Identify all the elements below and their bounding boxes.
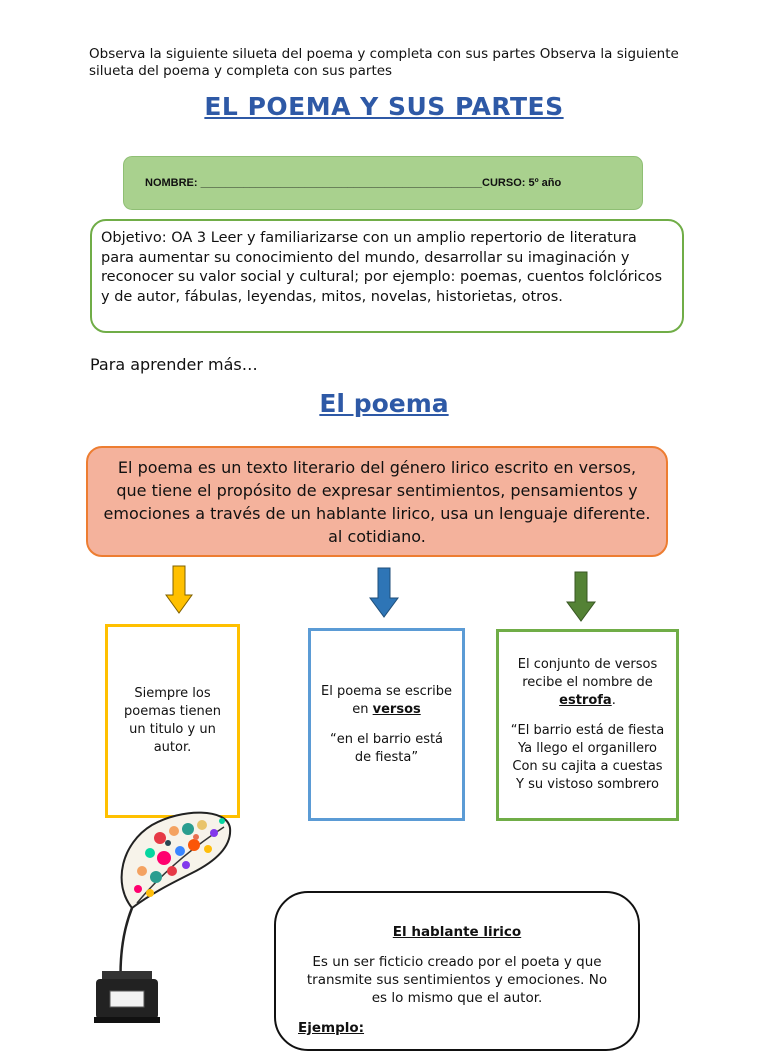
name-course-box: NOMBRE: ________________________________… bbox=[123, 156, 643, 210]
instruction-text: Observa la siguiente silueta del poema y… bbox=[89, 46, 679, 79]
stanza-example-line: Y su vistoso sombrero bbox=[516, 777, 659, 792]
verses-card: El poema se escribe en versos “en el bar… bbox=[308, 628, 465, 821]
stanza-keyword: estrofa bbox=[559, 693, 612, 708]
arrow-down-green-icon bbox=[566, 571, 596, 622]
learn-more-text: Para aprender más… bbox=[90, 355, 258, 374]
verses-text-pre: El poema se escribe en bbox=[321, 683, 452, 717]
objective-text: Objetivo: OA 3 Leer y familiarizarse con… bbox=[101, 230, 663, 305]
title-author-text: Siempre los poemas tienen un titulo y un… bbox=[124, 686, 221, 755]
verses-keyword: versos bbox=[372, 701, 421, 717]
title-author-card: Siempre los poemas tienen un titulo y un… bbox=[105, 624, 240, 818]
stanza-text-pre: El conjunto de versos recibe el nombre d… bbox=[517, 657, 658, 690]
stanza-text-post: . bbox=[611, 693, 616, 708]
arrow-down-blue-icon bbox=[369, 567, 399, 618]
stanza-example-line: Ya llego el organillero bbox=[518, 741, 657, 756]
arrow-down-yellow-icon bbox=[165, 565, 193, 614]
lyric-speaker-title: El hablante lirico bbox=[392, 924, 522, 940]
poem-definition-box: El poema es un texto literario del géner… bbox=[86, 446, 668, 557]
stanza-example-line: Con su cajita a cuestas bbox=[512, 759, 663, 774]
quill-feather-inkwell-icon bbox=[94, 811, 232, 1023]
page-title: EL POEMA Y SUS PARTES bbox=[204, 92, 564, 121]
name-course-line: NOMBRE: ________________________________… bbox=[145, 177, 562, 189]
lyric-speaker-text: Es un ser ficticio creado por el poeta y… bbox=[306, 954, 608, 1006]
stanza-card: El conjunto de versos recibe el nombre d… bbox=[496, 629, 679, 821]
verses-example: “en el barrio está de fiesta” bbox=[329, 731, 444, 765]
lyric-speaker-box: El hablante lirico Es un ser ficticio cr… bbox=[274, 891, 640, 1051]
section-title: El poema bbox=[319, 389, 449, 418]
poem-definition-text: El poema es un texto literario del géner… bbox=[103, 457, 651, 546]
stanza-text: El conjunto de versos recibe el nombre d… bbox=[505, 656, 670, 710]
stanza-example-line: “El barrio está de fiesta bbox=[510, 723, 665, 738]
objective-box: Objetivo: OA 3 Leer y familiarizarse con… bbox=[90, 219, 684, 333]
verses-text: El poema se escribe en versos bbox=[321, 683, 452, 719]
lyric-speaker-example-label: Ejemplo: bbox=[298, 1020, 365, 1036]
